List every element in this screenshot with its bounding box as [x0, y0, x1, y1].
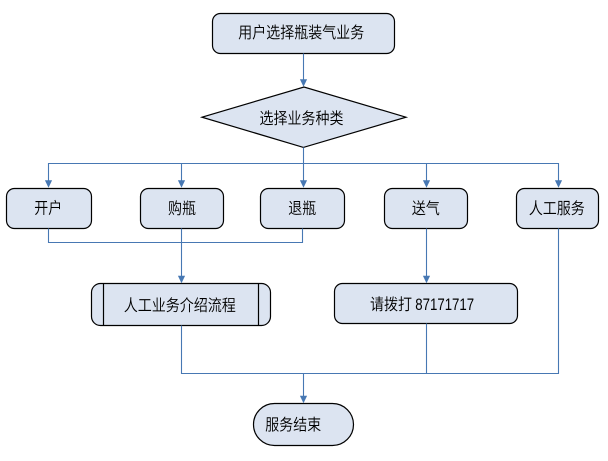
svg-text:87171717: 87171717: [415, 296, 474, 314]
